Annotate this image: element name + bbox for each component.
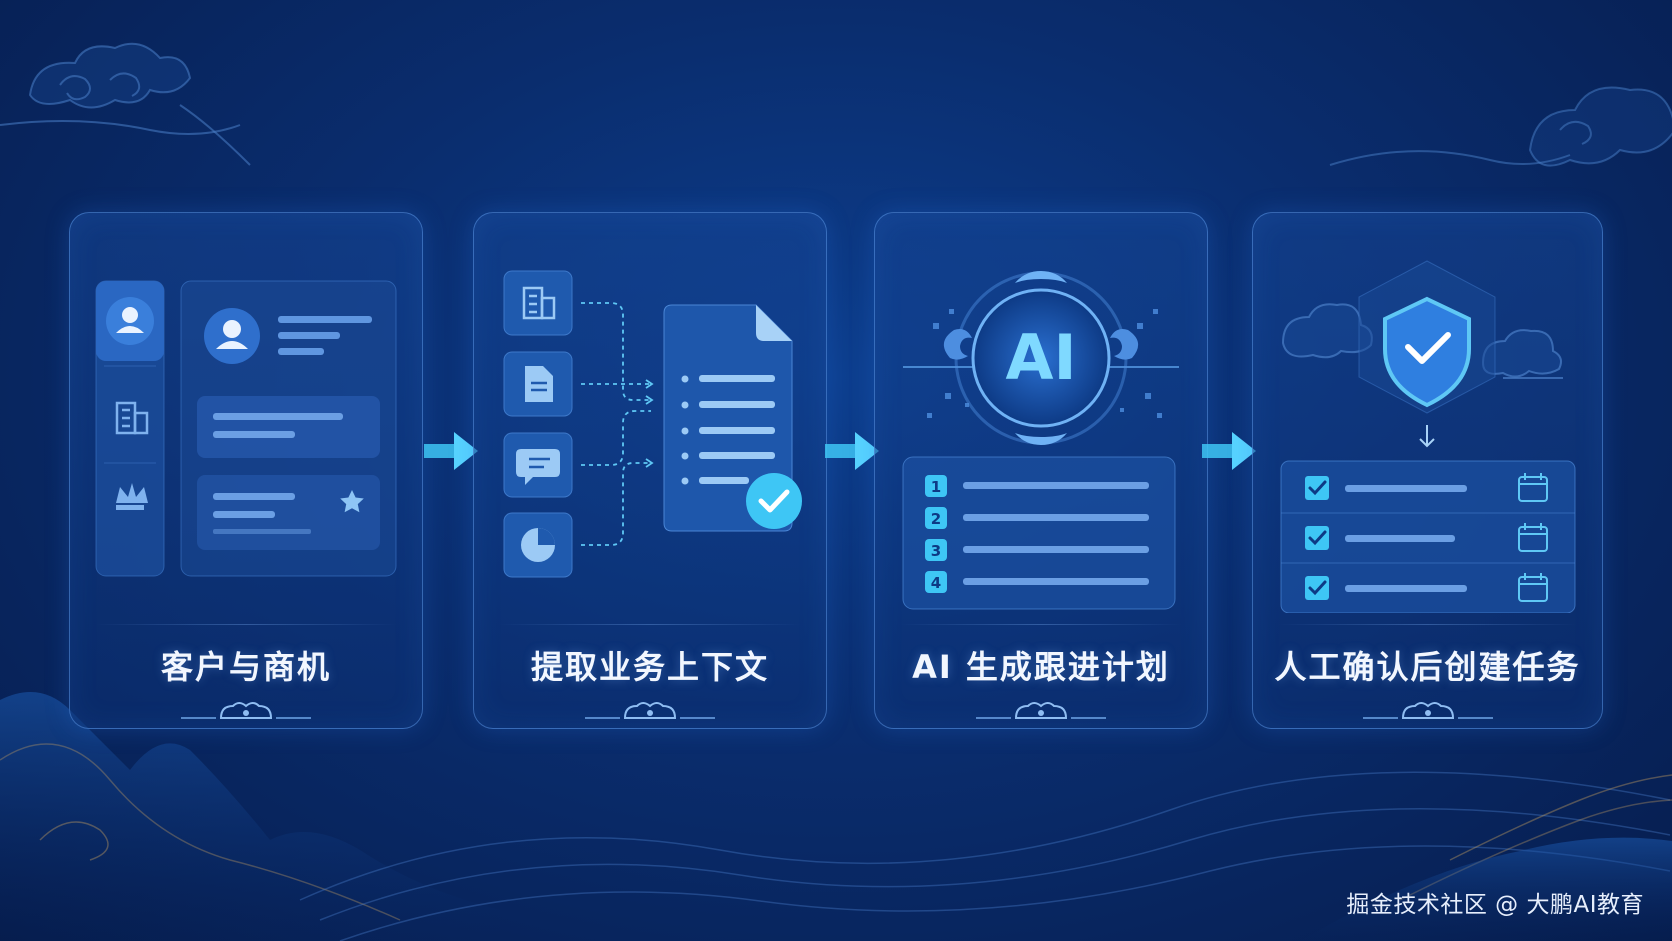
star-icon — [340, 490, 364, 513]
step-title: AI 生成跟进计划 — [912, 648, 1170, 686]
svg-text:4: 4 — [931, 574, 941, 592]
calendar-icon — [1518, 573, 1548, 602]
cloud-top-left-icon — [0, 42, 251, 166]
document-icon — [525, 366, 553, 402]
panel-divider — [499, 624, 801, 625]
task-row — [1305, 473, 1548, 502]
pie-chart-icon — [521, 528, 555, 562]
arrow-down-icon — [1419, 425, 1435, 448]
check-icon — [746, 473, 802, 529]
shield-check-icon — [1383, 296, 1471, 408]
panel-divider — [900, 624, 1182, 625]
calendar-icon — [1518, 473, 1548, 502]
customer-illustration — [95, 280, 397, 577]
panel-divider — [1278, 624, 1577, 625]
step-customer-opportunity: 客户与商机 — [69, 212, 423, 729]
document-stack-icon — [663, 304, 793, 532]
cloud-ornament-icon — [976, 702, 1106, 719]
task-row — [1305, 573, 1548, 602]
mountains-left-icon — [0, 692, 500, 941]
step-title: 人工确认后创建任务 — [1274, 648, 1581, 686]
user-icon — [106, 297, 154, 345]
task-row — [1305, 523, 1548, 552]
step-title: 提取业务上下文 — [530, 648, 769, 686]
cloud-top-right-icon — [1329, 86, 1672, 167]
calendar-icon — [1518, 523, 1548, 552]
building-icon — [115, 401, 149, 435]
cloud-ornament-icon — [1362, 702, 1493, 719]
step-title: 客户与商机 — [160, 648, 331, 686]
cloud-ornament-icon — [181, 702, 311, 719]
connector-lines — [581, 302, 651, 546]
arrow-right-icon — [1202, 432, 1256, 470]
step-extract-context: 提取业务上下文 — [473, 212, 827, 729]
svg-text:1: 1 — [931, 478, 941, 496]
avatar-icon — [204, 308, 260, 364]
ai-illustration: AI 1 2 3 4 — [902, 271, 1179, 610]
waves-icon — [299, 771, 1671, 941]
panel-divider — [95, 624, 397, 625]
mountains-right-icon — [1300, 837, 1672, 941]
building-icon — [522, 286, 556, 320]
cloud-ornament-icon — [585, 702, 715, 719]
watermark: 掘金技术社区 @ 大鹏AI教育 — [1346, 892, 1644, 918]
cloud-icon — [1281, 303, 1563, 379]
crown-icon — [116, 483, 148, 510]
ai-badge: AI — [1005, 321, 1076, 394]
chat-icon — [516, 449, 560, 485]
step-ai-plan: AI 1 2 3 4 AI 生成跟进计划 — [874, 212, 1208, 729]
svg-text:2: 2 — [931, 510, 941, 528]
arrow-right-icon — [424, 432, 478, 470]
confirm-illustration — [1280, 260, 1576, 613]
context-illustration — [503, 270, 802, 578]
svg-text:3: 3 — [931, 542, 941, 560]
numbered-list: 1 2 3 4 — [925, 475, 1149, 593]
ai-ring-icon — [943, 271, 1139, 445]
pixel-dots — [927, 309, 1162, 418]
step-confirm-create-task: 人工确认后创建任务 — [1252, 212, 1603, 729]
arrow-right-icon — [825, 432, 879, 470]
